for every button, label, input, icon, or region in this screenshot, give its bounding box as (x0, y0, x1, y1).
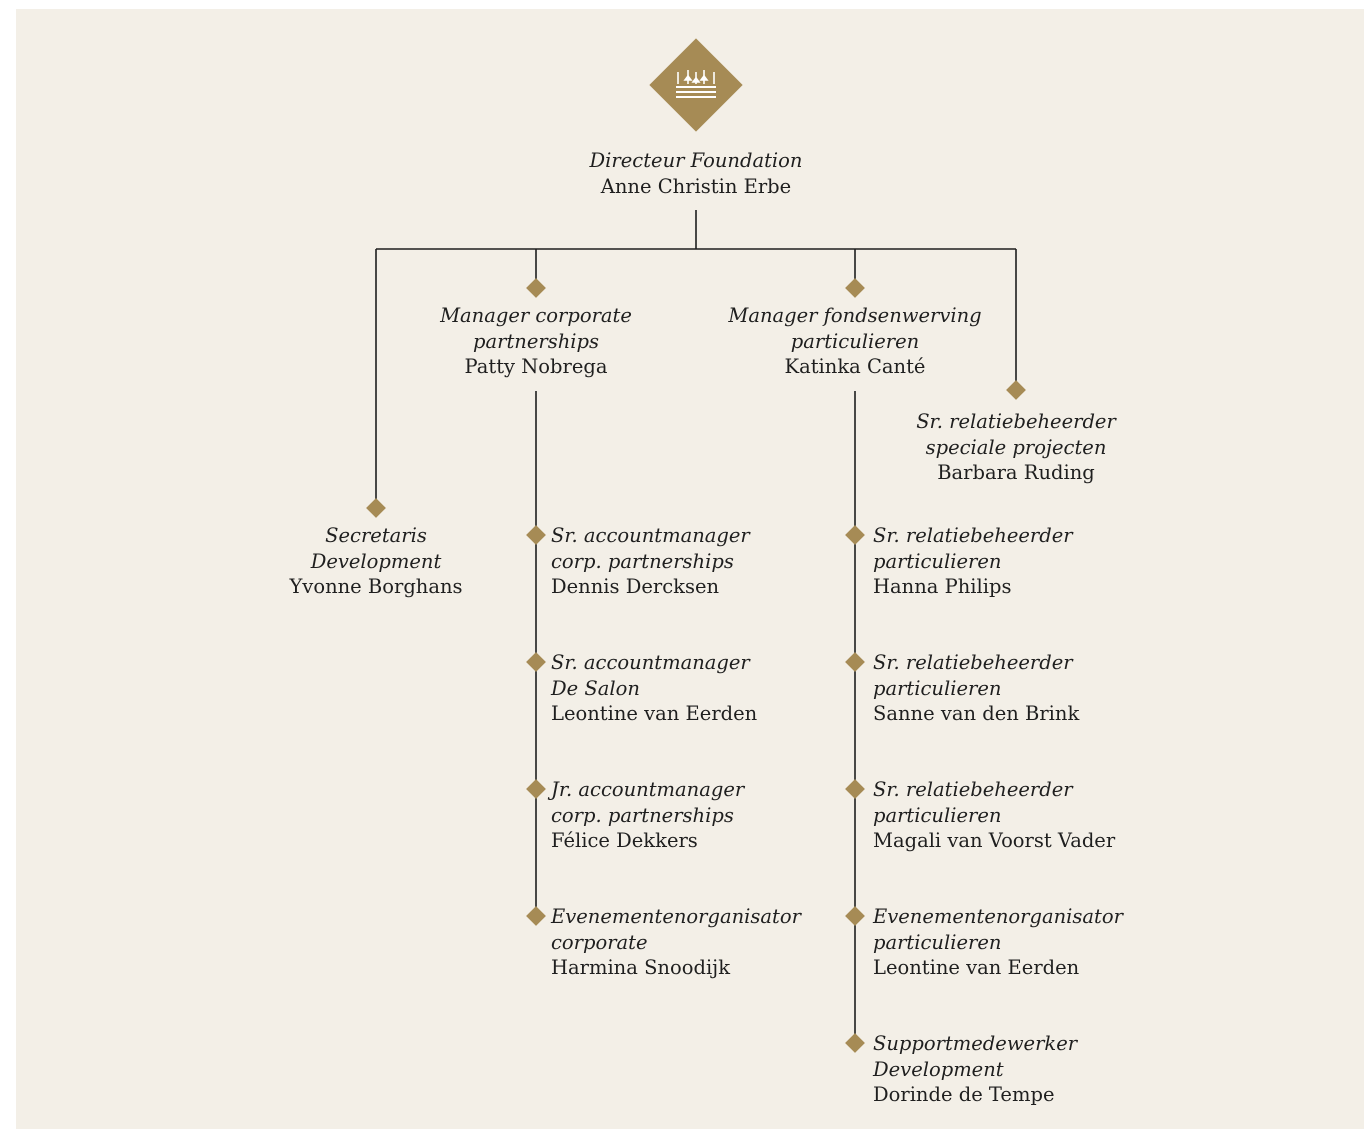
speciale-projecten-role-2: speciale projecten (925, 435, 1107, 459)
member-name: Hanna Philips (873, 575, 1012, 598)
member-role-2: particulieren (873, 930, 1002, 954)
speciale-projecten-role-1: Sr. relatiebeheerder (916, 410, 1116, 433)
secretaris-name: Yvonne Borghans (289, 575, 463, 598)
manager-particulieren-role-1: Manager fondsenwerving (728, 304, 982, 327)
member-role-2: particulieren (873, 676, 1002, 700)
particulieren-team-member: Evenementenorganisator particulieren Leo… (873, 904, 1123, 981)
particulieren-team-member: Sr. relatiebeheerder particulieren Magal… (873, 777, 1115, 854)
speciale-projecten-name: Barbara Ruding (937, 461, 1095, 484)
member-role-1: Sr. relatiebeheerder (873, 524, 1073, 547)
secretaris-role-2: Development (310, 549, 442, 573)
member-role-2: Development (873, 1057, 1004, 1081)
manager-particulieren-name: Katinka Canté (784, 355, 926, 378)
member-name: Leontine van Eerden (873, 956, 1080, 979)
member-name: Dennis Dercksen (551, 575, 720, 598)
director-name: Anne Christin Erbe (600, 174, 792, 198)
manager-particulieren-block: Manager fondsenwerving particulieren Kat… (728, 303, 981, 380)
member-name: Félice Dekkers (551, 829, 698, 852)
corporate-team-member: Evenementenorganisator corporate Harmina… (551, 904, 801, 981)
member-role-1: Jr. accountmanager (551, 778, 745, 801)
member-role-2: particulieren (873, 549, 1002, 573)
member-role-2: particulieren (873, 803, 1002, 827)
member-role-2: corporate (551, 930, 648, 954)
member-role-2: corp. partnerships (551, 803, 734, 827)
speciale-projecten-block: Sr. relatiebeheerder speciale projecten … (916, 409, 1116, 486)
member-name: Magali van Voorst Vader (873, 829, 1116, 852)
corporate-team-member: Sr. accountmanager corp. partnerships De… (551, 523, 750, 600)
member-role-1: Supportmedewerker (873, 1032, 1078, 1055)
crown-emblem-icon (676, 70, 716, 98)
member-name: Dorinde de Tempe (873, 1083, 1055, 1106)
member-role-2: corp. partnerships (551, 549, 734, 573)
manager-particulieren-role-2: particulieren (790, 329, 920, 353)
corporate-team-member: Sr. accountmanager De Salon Leontine van… (551, 650, 757, 727)
particulieren-team-member: Sr. relatiebeheerder particulieren Sanne… (873, 650, 1079, 727)
member-name: Leontine van Eerden (551, 702, 758, 725)
member-role-1: Sr. accountmanager (551, 651, 750, 674)
member-role-1: Sr. relatiebeheerder (873, 651, 1073, 674)
particulieren-team-member: Supportmedewerker Development Dorinde de… (873, 1031, 1077, 1108)
secretaris-role-1: Secretaris (325, 524, 427, 547)
director-role: Directeur Foundation (589, 149, 803, 172)
director-block: Directeur Foundation Anne Christin Erbe (590, 148, 803, 199)
org-chart-panel (16, 9, 1364, 1129)
member-role-1: Evenementenorganisator (551, 905, 801, 928)
corporate-team-member: Jr. accountmanager corp. partnerships Fé… (551, 777, 744, 854)
secretaris-block: Secretaris Development Yvonne Borghans (289, 523, 462, 600)
manager-corporate-block: Manager corporate partnerships Patty Nob… (440, 303, 632, 380)
member-role-1: Sr. relatiebeheerder (873, 778, 1073, 801)
manager-corporate-role-1: Manager corporate (440, 304, 632, 327)
member-role-1: Evenementenorganisator (873, 905, 1123, 928)
particulieren-team-member: Sr. relatiebeheerder particulieren Hanna… (873, 523, 1073, 600)
manager-corporate-role-2: partnerships (473, 329, 599, 353)
member-role-1: Sr. accountmanager (551, 524, 750, 547)
manager-corporate-name: Patty Nobrega (464, 355, 608, 378)
member-name: Harmina Snoodijk (551, 956, 731, 979)
member-role-2: De Salon (551, 676, 640, 700)
member-name: Sanne van den Brink (873, 702, 1080, 725)
